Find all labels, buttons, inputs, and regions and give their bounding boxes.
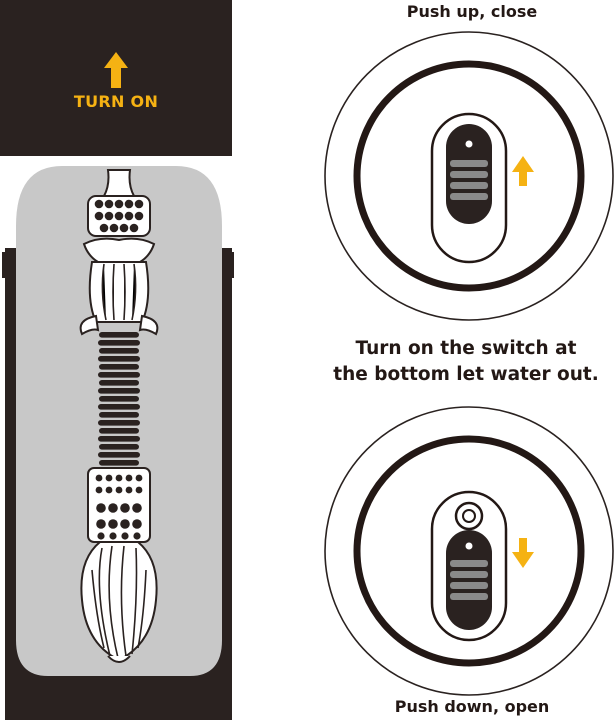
sleeve-channel xyxy=(79,169,159,663)
nub-dot xyxy=(95,474,103,482)
knob-grip-stripe xyxy=(450,171,488,178)
rib-ring xyxy=(98,372,140,378)
switch-top-arrow-up-icon xyxy=(512,156,534,186)
nub-dot xyxy=(96,519,106,529)
rib-ring xyxy=(98,436,140,442)
nub-dot xyxy=(125,474,133,482)
nub-dot xyxy=(119,223,129,233)
instruction-text: Turn on the switch at the bottom let wat… xyxy=(316,336,616,388)
nub-dot xyxy=(114,211,124,221)
nub-dot xyxy=(94,199,104,209)
nub-dot xyxy=(105,486,113,494)
cap-label: TURN ON xyxy=(73,92,159,111)
nub-dot xyxy=(124,211,134,221)
nub-dot xyxy=(120,503,130,513)
nub-dot xyxy=(105,474,113,482)
nub-dot xyxy=(109,223,119,233)
nub-dot xyxy=(114,199,124,209)
rib-ring xyxy=(98,420,140,426)
instruction-line-1: Turn on the switch at xyxy=(355,338,577,359)
rib-ring xyxy=(99,380,139,386)
switch-bottom-arrow-down-icon xyxy=(512,538,534,568)
nub-dot xyxy=(95,486,103,494)
nub-dot xyxy=(134,211,144,221)
switch-bottom-inner-ring xyxy=(353,435,585,667)
nub-dot xyxy=(99,223,109,233)
knob-grip-stripe xyxy=(450,593,488,600)
rib-ring xyxy=(99,348,139,354)
switch-bottom-knob xyxy=(446,530,492,630)
rib-ring xyxy=(99,396,139,402)
knob-grip-stripe xyxy=(450,160,488,167)
nub-dot xyxy=(97,532,105,540)
knob-grip-stripe xyxy=(450,571,488,578)
knob-grip-stripe xyxy=(450,193,488,200)
nub-dot xyxy=(108,503,118,513)
nub-dot xyxy=(94,211,104,221)
knob-grip-stripe xyxy=(450,560,488,567)
nub-dot xyxy=(124,199,134,209)
nub-dot xyxy=(108,519,118,529)
nub-dot xyxy=(129,223,139,233)
nub-dot xyxy=(132,519,142,529)
rib-ring xyxy=(99,364,139,370)
nub-dot xyxy=(135,474,143,482)
knob-grip-stripe xyxy=(450,182,488,189)
nub-dot xyxy=(115,486,123,494)
nub-dot xyxy=(133,532,141,540)
switch-bottom-open-port xyxy=(454,501,484,531)
switch-bottom-slot xyxy=(430,490,508,642)
nub-dot xyxy=(104,199,114,209)
rib-ring xyxy=(99,412,139,418)
rib-ring xyxy=(98,404,140,410)
nub-dot xyxy=(125,486,133,494)
switch-top-slot xyxy=(430,112,508,264)
switch-top-inner-ring xyxy=(353,60,585,292)
nub-dot xyxy=(115,474,123,482)
rib-ring xyxy=(99,460,139,466)
rib-ring xyxy=(98,340,140,346)
nub-dot xyxy=(109,532,117,540)
knob-grip-stripe xyxy=(450,582,488,589)
nub-dot xyxy=(134,199,144,209)
nub-dot xyxy=(96,503,106,513)
nub-dot xyxy=(132,503,142,513)
nub-dot xyxy=(135,486,143,494)
switch-bottom-caption: Push down, open xyxy=(394,697,550,716)
cap-arrow-up-icon xyxy=(104,52,128,88)
lip-upper xyxy=(82,237,156,263)
rib-ring xyxy=(99,428,139,434)
switch-top xyxy=(324,31,614,321)
rib-ring xyxy=(98,356,140,362)
switch-top-caption: Push up, close xyxy=(406,2,538,21)
switch-bottom xyxy=(324,406,614,696)
nub-dot xyxy=(120,519,130,529)
instruction-line-2: the bottom let water out. xyxy=(333,364,599,385)
nub-dot xyxy=(104,211,114,221)
rib-ring xyxy=(98,452,140,458)
rib-ring xyxy=(99,332,139,338)
nub-dot xyxy=(121,532,129,540)
rib-ring xyxy=(98,388,140,394)
rib-ring xyxy=(99,444,139,450)
fluted-section xyxy=(88,261,150,323)
